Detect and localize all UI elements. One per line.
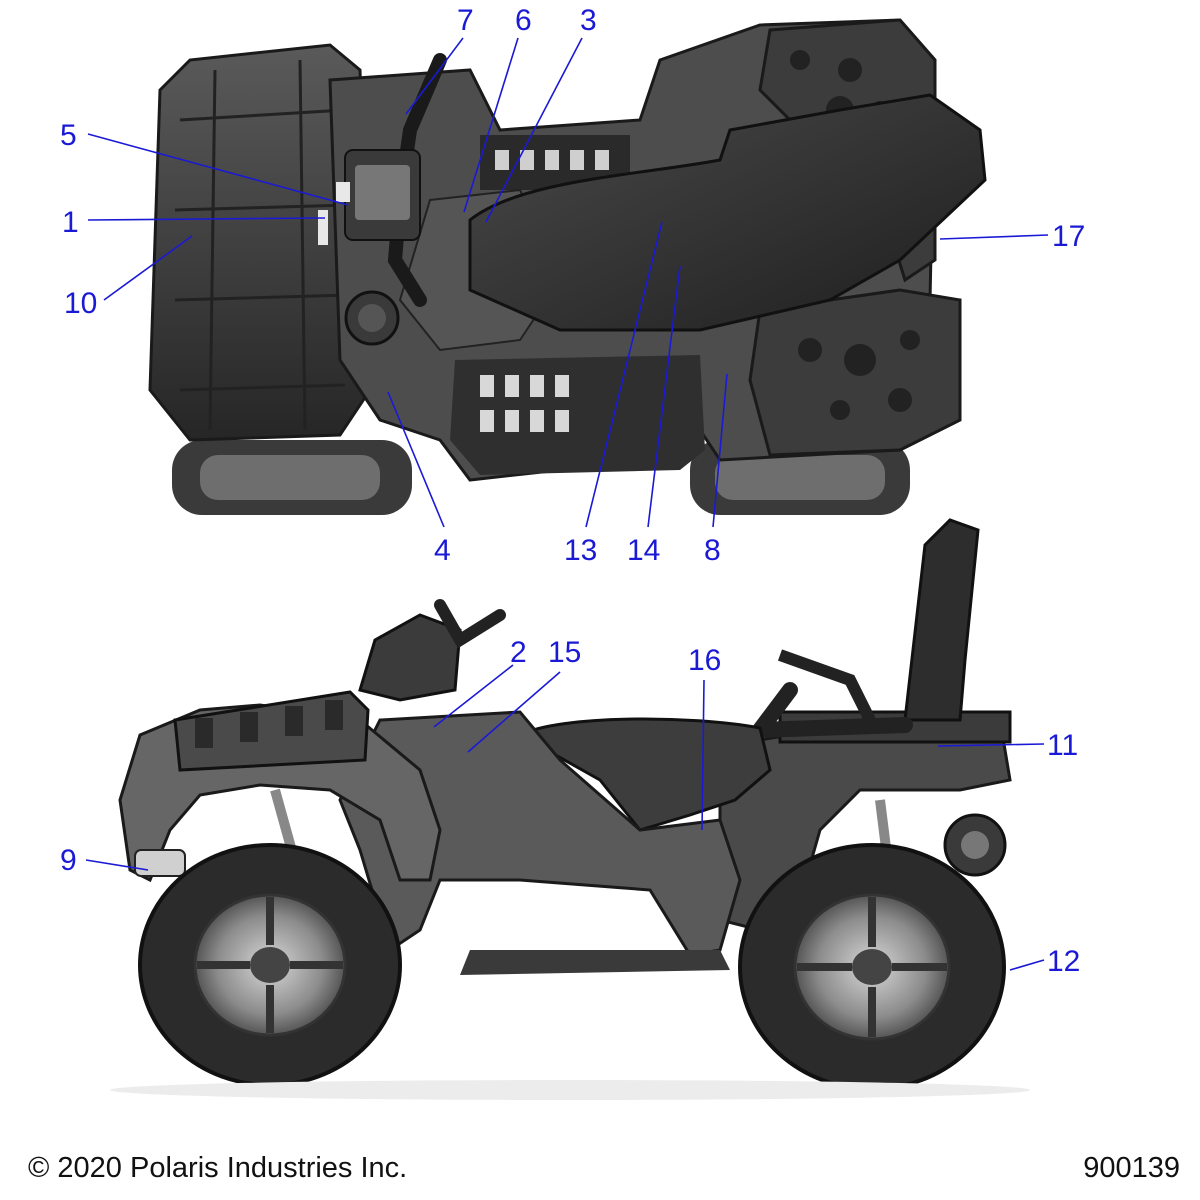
leader-lines [85, 37, 1049, 971]
callout-15: 15 [548, 636, 581, 669]
callout-2: 2 [510, 636, 527, 669]
callout-6: 6 [515, 4, 532, 37]
callout-17: 17 [1052, 220, 1085, 253]
callout-5: 5 [60, 119, 77, 152]
front-rack-side [173, 690, 370, 772]
callout-labels: 7 6 3 5 1 10 17 4 13 14 8 2 15 16 11 9 1… [60, 4, 1085, 978]
callout-8: 8 [704, 534, 721, 567]
front-rack-grid [174, 59, 351, 431]
front-wheel [138, 843, 402, 1087]
callout-7: 7 [457, 4, 474, 37]
callout-16: 16 [688, 644, 721, 677]
side-view-atv [110, 518, 1030, 1100]
callout-1: 1 [62, 206, 79, 239]
rear-wheel [738, 843, 1006, 1091]
backrest [903, 518, 980, 722]
figure-number: 900139 [1083, 1152, 1180, 1184]
callout-10: 10 [64, 287, 97, 320]
headlight [134, 849, 186, 877]
top-view-atv [148, 18, 987, 515]
side-pod [358, 613, 462, 702]
callout-14: 14 [627, 534, 660, 567]
copyright-text: © 2020 Polaris Industries Inc. [28, 1152, 408, 1184]
callout-13: 13 [564, 534, 597, 567]
callout-9: 9 [60, 844, 77, 877]
side-seat [516, 717, 772, 832]
callout-4: 4 [434, 534, 451, 567]
callout-3: 3 [580, 4, 597, 37]
callout-12: 12 [1047, 945, 1080, 978]
side-footrest [460, 950, 730, 975]
callout-11: 11 [1047, 729, 1078, 762]
top-seat [468, 93, 987, 332]
